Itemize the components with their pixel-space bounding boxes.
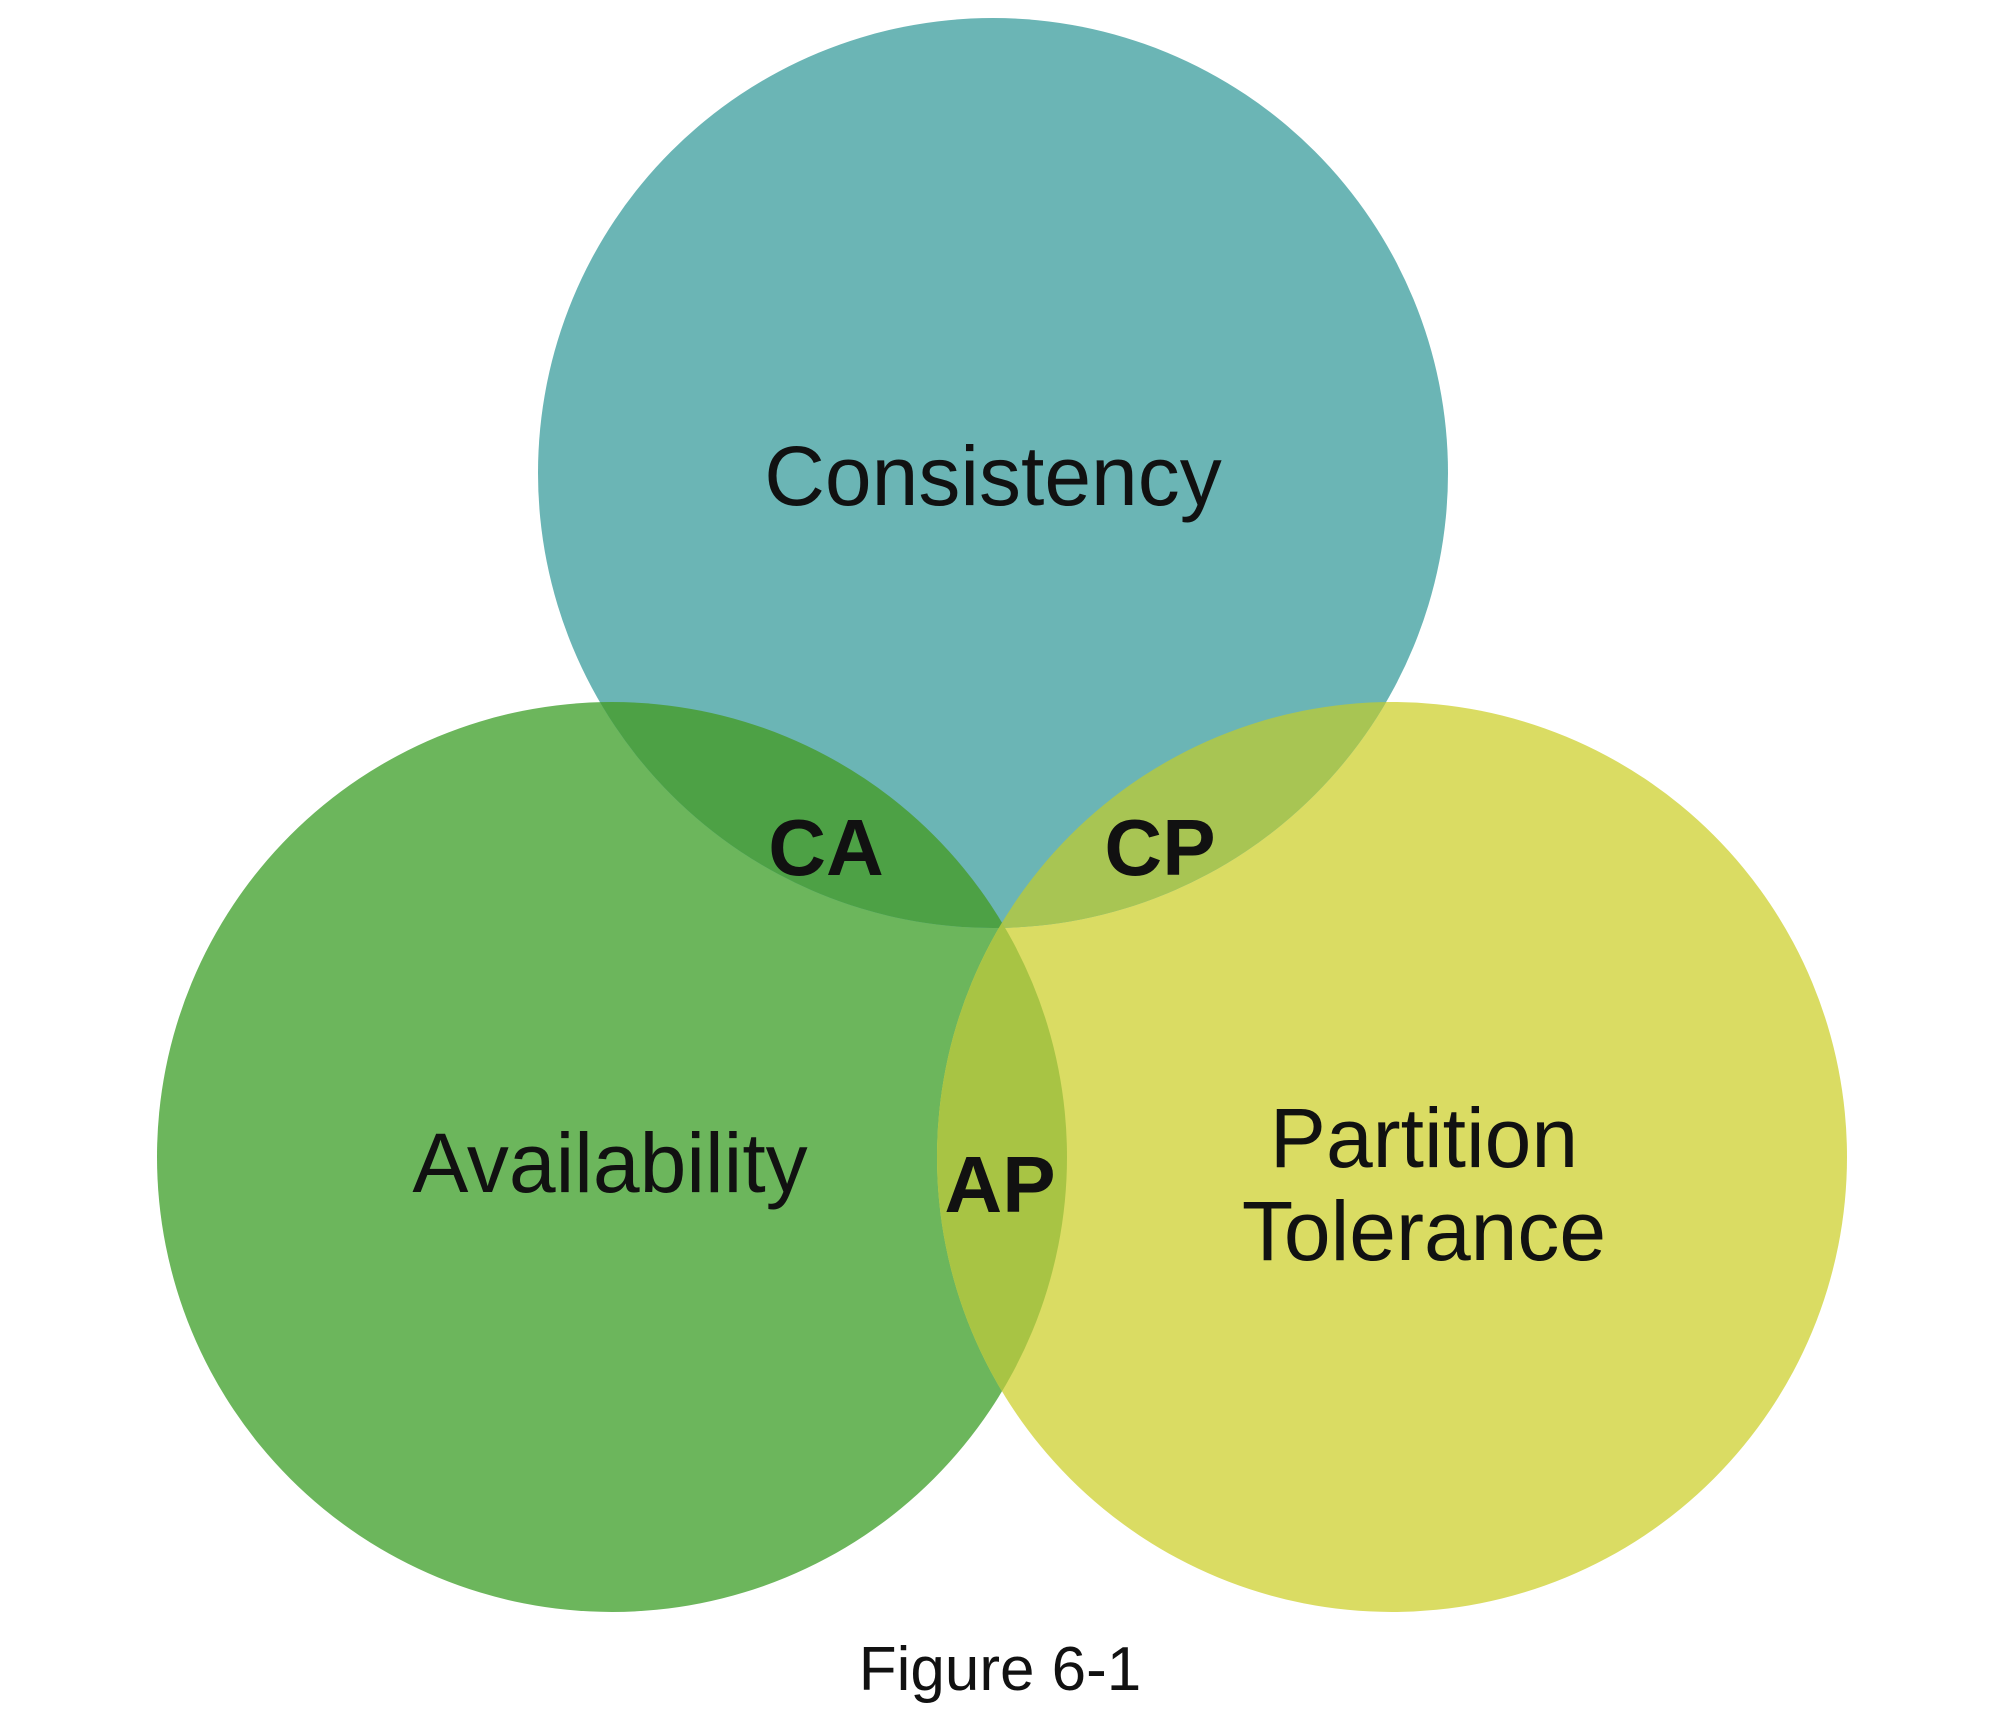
partition-label-line1: Partition [1270, 1091, 1578, 1185]
consistency-label: Consistency [764, 429, 1222, 523]
consistency-circle [538, 18, 1448, 928]
availability-circle [157, 702, 1067, 1612]
availability-label: Availability [412, 1116, 807, 1210]
cp-label: CP [1104, 803, 1215, 892]
partition-tolerance-circle [937, 702, 1847, 1612]
ca-label: CA [768, 803, 884, 892]
figure-caption: Figure 6-1 [859, 1635, 1142, 1704]
partition-label-line2: Tolerance [1242, 1184, 1606, 1278]
ap-label: AP [944, 1140, 1055, 1229]
